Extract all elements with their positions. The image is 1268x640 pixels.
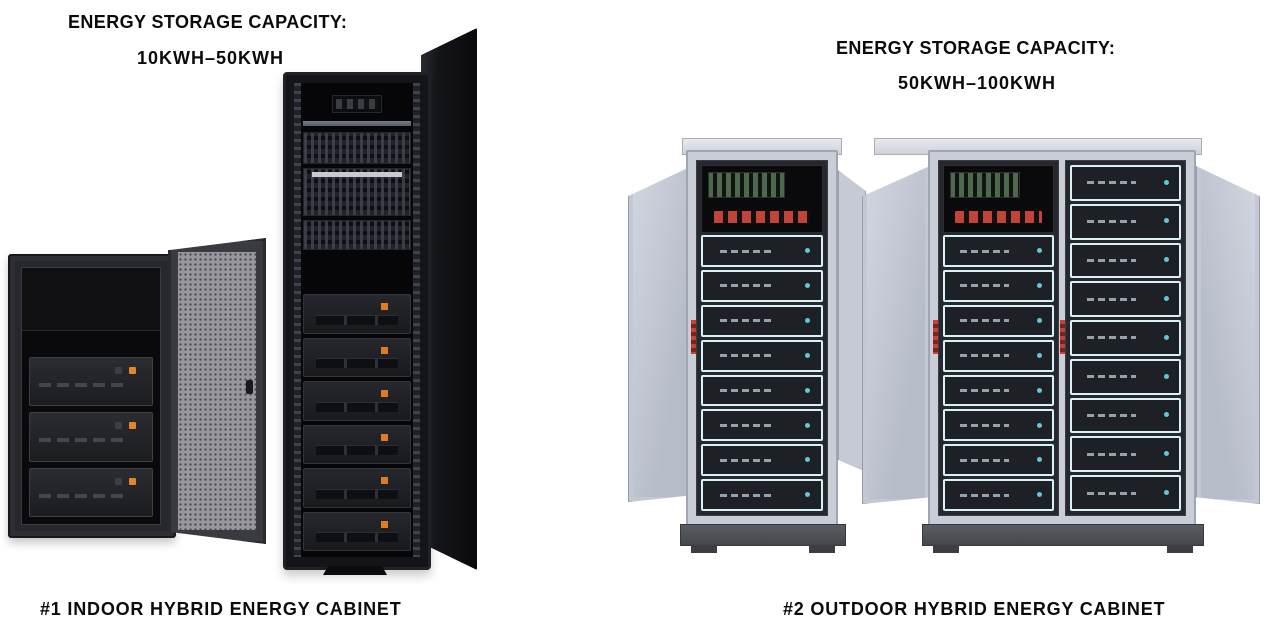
door-lock (246, 380, 253, 394)
wall-cabinet-body (8, 254, 176, 538)
rack-cabinet-interior (294, 83, 420, 557)
battery-module (303, 468, 411, 508)
cabinet-foot (323, 566, 387, 575)
indoor-capacity-label: ENERGY STORAGE CAPACITY: (68, 12, 348, 32)
distribution-unit (303, 220, 411, 250)
battery-module (1070, 358, 1181, 395)
battery-module-stack (1070, 165, 1181, 512)
outdoor-door-right (838, 170, 866, 472)
battery-module (1070, 397, 1181, 434)
rack-rail-left (294, 83, 301, 557)
battery-module (943, 304, 1054, 337)
power-module-unit (303, 168, 411, 216)
battery-module (943, 235, 1054, 267)
battery-module (1070, 165, 1181, 201)
wall-cabinet-interior (21, 267, 161, 525)
cabinet-body (686, 150, 838, 526)
battery-module (943, 374, 1054, 407)
indoor-caption: #1 INDOOR HYBRID ENERGY CABINET (40, 599, 402, 619)
battery-module (29, 412, 153, 462)
outdoor-capacity-value: 50KWH–100KWH (898, 73, 1057, 93)
battery-module (701, 269, 823, 302)
indoor-rack-cabinet (283, 28, 479, 578)
outdoor-door-left (862, 166, 930, 504)
wall-cabinet-mesh-door (168, 238, 266, 544)
outdoor-door-right (1196, 166, 1260, 504)
mounting-rail (303, 121, 411, 126)
battery-module (1070, 320, 1181, 356)
mesh-panel (178, 252, 256, 530)
rack-equipment-stack (303, 83, 411, 557)
wall-cabinet-top-panel (22, 268, 160, 331)
battery-module (943, 479, 1054, 511)
battery-module (701, 235, 823, 267)
cabinet-base (680, 524, 846, 553)
battery-module (303, 337, 411, 377)
outdoor-cabinet-double (852, 138, 1268, 554)
battery-module (303, 424, 411, 464)
indoor-wall-cabinet (8, 238, 270, 548)
indoor-capacity-value: 10KWH–50KWH (137, 48, 285, 68)
rack-rail-right (413, 83, 420, 557)
battery-module (701, 304, 823, 337)
battery-module (943, 269, 1054, 302)
battery-module (1070, 281, 1181, 318)
outdoor-capacity-label: ENERGY STORAGE CAPACITY: (836, 38, 1116, 58)
battery-module (701, 339, 823, 372)
battery-module (1070, 475, 1181, 512)
rack-cabinet-body (283, 72, 431, 570)
battery-module (1070, 436, 1181, 473)
battery-module (303, 511, 411, 551)
battery-module-stack (943, 235, 1054, 511)
battery-module (1070, 242, 1181, 279)
battery-module-stack (701, 235, 823, 511)
breaker-row (332, 95, 382, 113)
rack-battery-stack (303, 294, 411, 557)
battery-module (701, 409, 823, 442)
wall-cabinet-module-stack (29, 357, 153, 517)
outdoor-caption: #2 OUTDOOR HYBRID ENERGY CABINET (783, 599, 1166, 619)
battery-rack-right (1060, 160, 1186, 516)
battery-module (303, 381, 411, 421)
cabinet-body (928, 150, 1196, 526)
rack-empty-slot (303, 254, 411, 294)
battery-rack (691, 160, 828, 516)
battery-module (943, 444, 1054, 477)
cabinet-base (922, 524, 1204, 553)
unit-label-strip (312, 172, 402, 177)
battery-module (29, 467, 153, 517)
battery-rack-left (933, 160, 1059, 516)
battery-module (29, 357, 153, 407)
control-module (701, 165, 823, 233)
outdoor-door-left (628, 166, 692, 502)
battery-module (701, 479, 823, 511)
control-module (943, 165, 1054, 233)
outdoor-cabinet-single (620, 138, 870, 554)
battery-module (701, 374, 823, 407)
battery-module (943, 339, 1054, 372)
battery-module (1070, 203, 1181, 240)
battery-module (303, 294, 411, 334)
battery-module (701, 444, 823, 477)
battery-module (943, 409, 1054, 442)
inverter-unit (303, 132, 411, 164)
